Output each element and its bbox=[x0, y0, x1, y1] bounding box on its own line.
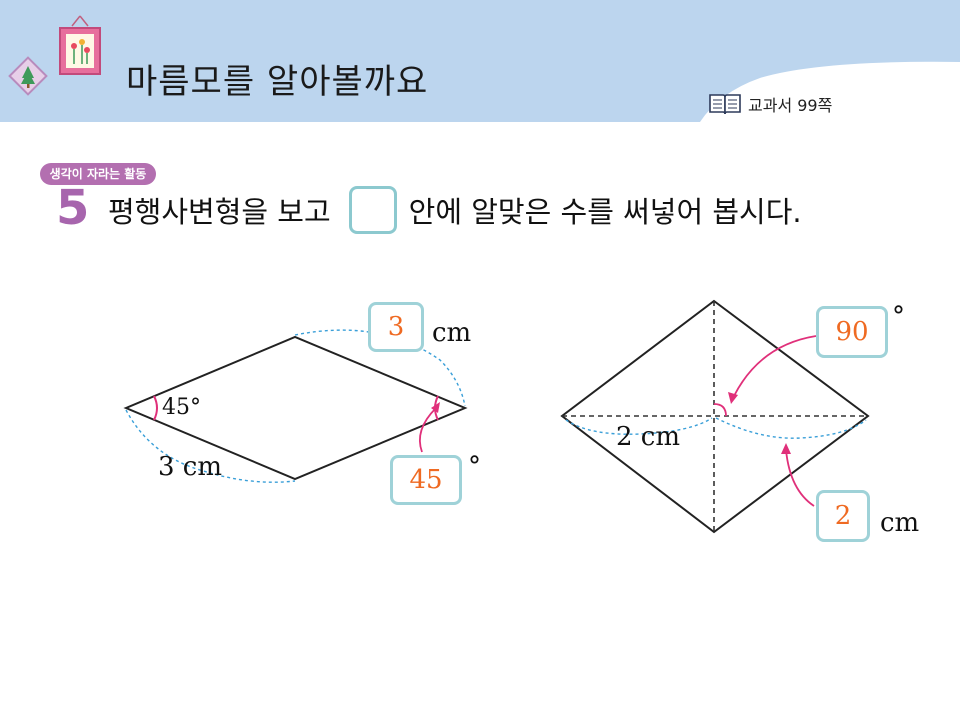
instruction-text-after: 안에 알맞은 수를 써넣어 봅시다. bbox=[408, 195, 802, 229]
pointer-arrow-length bbox=[785, 449, 815, 507]
instruction-text-before: 평행사변형을 보고 bbox=[108, 195, 331, 229]
angle-arc-left bbox=[153, 395, 158, 421]
half-diagonal-label: 2 cm bbox=[616, 422, 681, 452]
right-angle-arc bbox=[713, 403, 727, 417]
answer-angle-unit: ° bbox=[468, 452, 481, 482]
answer-length-unit: cm bbox=[880, 508, 920, 538]
side-measure-arc-top bbox=[294, 329, 466, 407]
textbook-page-label: 교과서 99쪽 bbox=[748, 96, 833, 115]
problem-number: 5 bbox=[56, 180, 90, 236]
answer-right-angle-unit: ° bbox=[892, 302, 905, 332]
page-title: 마름모를 알아볼까요 bbox=[126, 62, 429, 102]
book-icon bbox=[709, 94, 741, 115]
answer-box-side[interactable]: 3 bbox=[368, 302, 424, 352]
tree-diamond-icon bbox=[8, 56, 48, 96]
textbook-reference: 교과서 99쪽 bbox=[708, 92, 832, 116]
header-banner bbox=[0, 0, 960, 122]
activity-badge: 생각이 자라는 활동 bbox=[40, 163, 156, 185]
rhombus-figure-right bbox=[560, 299, 870, 534]
rhombus-figure-left bbox=[123, 329, 468, 483]
answer-box-length[interactable]: 2 bbox=[816, 490, 870, 542]
half-diagonal-arc-left bbox=[565, 417, 713, 435]
problem-instruction: 평행사변형을 보고 안에 알맞은 수를 써넣어 봅시다. bbox=[108, 186, 802, 234]
angle-label-45: 45° bbox=[162, 395, 201, 420]
pointer-arrow-angle bbox=[733, 335, 817, 397]
blank-box-example bbox=[348, 186, 397, 234]
answer-box-right-angle[interactable]: 90 bbox=[816, 306, 888, 358]
half-diagonal-arc-right bbox=[715, 417, 867, 439]
side-length-label: 3 cm bbox=[158, 452, 223, 482]
side-measure-arc-bottom bbox=[125, 409, 296, 483]
header-background bbox=[0, 0, 960, 122]
frame-picture-icon bbox=[59, 15, 101, 75]
answer-box-angle[interactable]: 45 bbox=[390, 455, 462, 505]
answer-side-unit: cm bbox=[432, 318, 472, 348]
pointer-arrow-right-angle bbox=[418, 407, 437, 453]
